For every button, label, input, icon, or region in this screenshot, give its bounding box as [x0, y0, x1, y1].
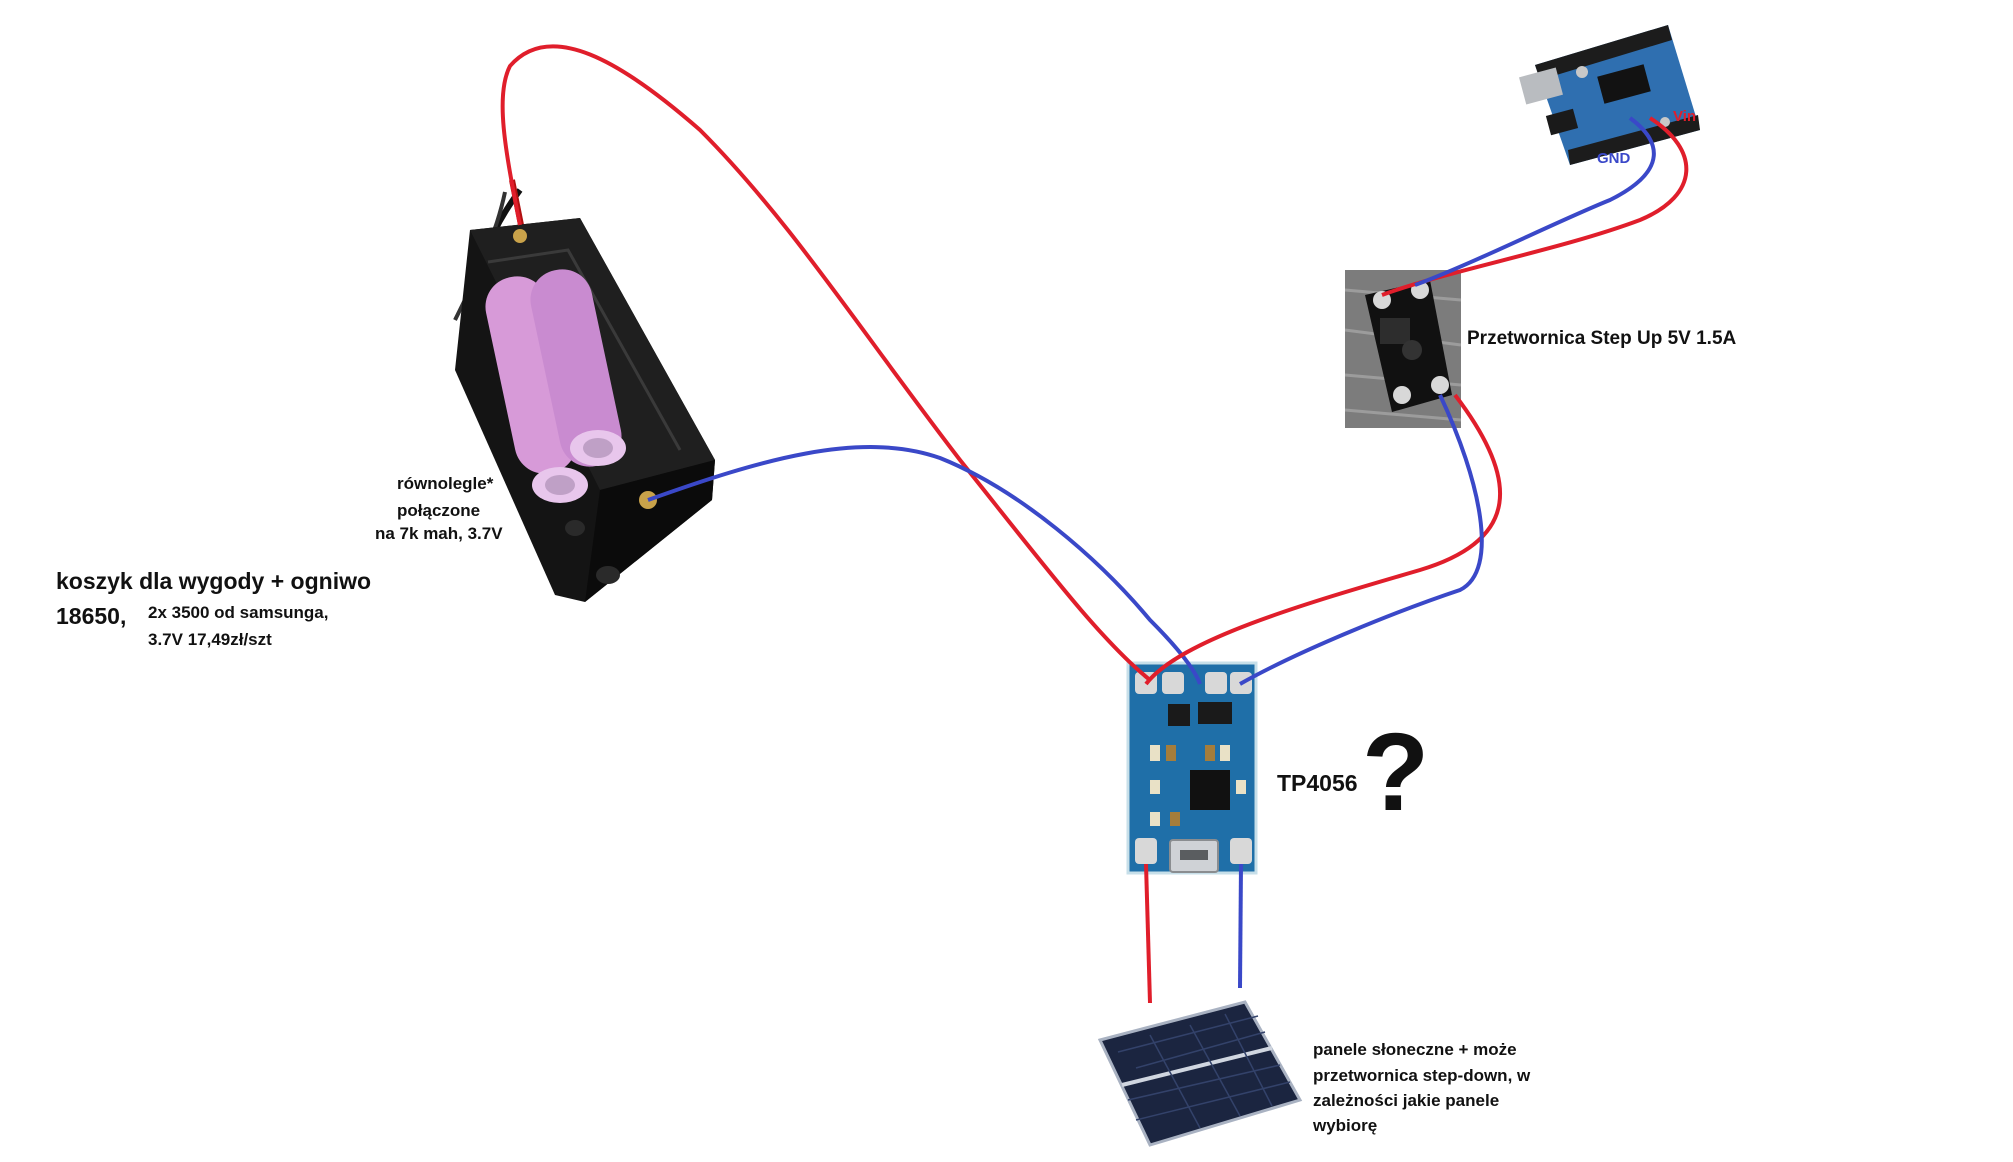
step-up-label: Przetwornica Step Up 5V 1.5A — [1467, 328, 1737, 349]
charger-label: TP4056 — [1277, 770, 1358, 796]
battery-cells-icon — [485, 269, 626, 503]
wire-battery-positive — [500, 44, 1152, 682]
holder-detail-line2: 3.7V 17,49zł/szt — [148, 630, 272, 649]
parallel-line2: połączone — [397, 501, 481, 520]
solar-line4: wybiorę — [1313, 1116, 1378, 1135]
tp4056-board-icon — [1126, 661, 1258, 875]
wire-out-negative — [1239, 394, 1484, 686]
wire-gnd — [1414, 116, 1656, 287]
wire-vin — [1381, 116, 1689, 297]
parallel-line3: na 7k mah, 3.7V — [375, 524, 503, 543]
wire-battery-negative — [647, 445, 1202, 685]
solar-line3: zależności jakie panele — [1313, 1091, 1500, 1110]
solar-line2: przetwornica step-down, w — [1313, 1066, 1531, 1085]
arduino-board-icon — [1519, 25, 1700, 165]
holder-title-line1: koszyk dla wygody + ogniwo — [56, 568, 372, 594]
wire-out-positive — [1144, 393, 1502, 686]
vin-label: Vin — [1673, 108, 1697, 125]
solar-line1: panele słoneczne + może — [1313, 1040, 1517, 1059]
parallel-line1: równolegle* — [397, 474, 494, 493]
wire-solar-negative — [1238, 863, 1243, 989]
solar-panel-icon — [1097, 1000, 1303, 1147]
wire-solar-positive — [1144, 863, 1152, 1004]
wires — [500, 44, 1689, 1004]
holder-title-line2: 18650, — [56, 603, 127, 629]
question-mark: ? — [1362, 711, 1430, 834]
battery-holder-icon — [453, 179, 715, 602]
gnd-label: GND — [1597, 150, 1631, 167]
holder-detail-line1: 2x 3500 od samsunga, — [148, 603, 329, 622]
